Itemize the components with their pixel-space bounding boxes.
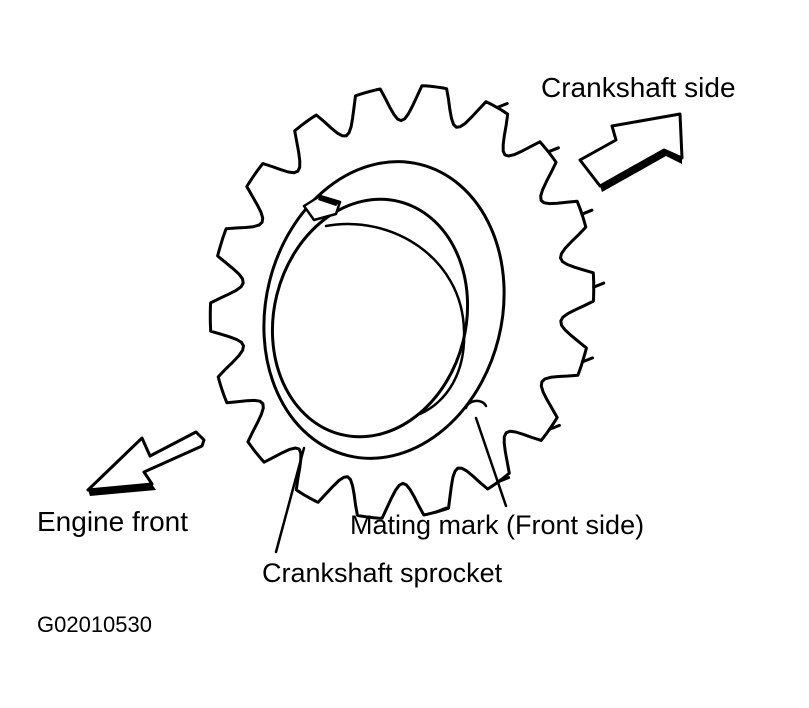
mating-mark-notch	[464, 399, 488, 410]
tooth-depth-line	[434, 506, 448, 514]
crankshaft-side-label: Crankshaft side	[541, 72, 736, 103]
bore-inner-curve	[324, 222, 466, 416]
crankshaft-side-arrow-shadow	[600, 150, 682, 192]
engine-front-arrow-shadow	[88, 484, 156, 496]
sprocket-leader	[274, 446, 306, 554]
hub-face-ring	[262, 160, 506, 460]
tooth-depth-line	[580, 208, 594, 216]
tooth-depth-lines	[434, 102, 606, 514]
figure-code-label: G02010530	[37, 612, 152, 637]
keyway-shade	[318, 196, 340, 206]
tooth-depth-line	[495, 102, 509, 109]
tooth-depth-line	[497, 476, 511, 484]
engine-front-label: Engine front	[37, 506, 188, 537]
mating-mark-leader	[474, 416, 508, 508]
engine-front-arrow	[86, 430, 206, 492]
mating-mark-label: Mating mark (Front side)	[350, 510, 645, 540]
tooth-depth-line	[581, 356, 594, 364]
crankshaft-sprocket-label: Crankshaft sprocket	[262, 558, 503, 588]
tooth-depth-line	[547, 423, 561, 431]
sprocket-outline	[208, 84, 596, 520]
tooth-depth-line	[546, 146, 560, 154]
bore-front-edge	[270, 197, 470, 439]
tooth-depth-line	[592, 281, 606, 289]
